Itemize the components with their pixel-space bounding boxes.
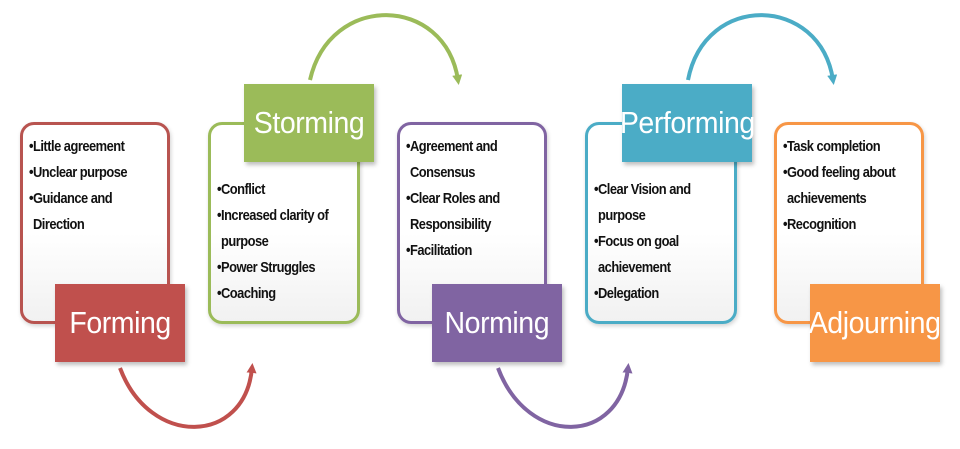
list-item: Guidance and Direction: [29, 186, 153, 238]
list-item: Task completion: [783, 134, 916, 160]
performing-title: Performing: [620, 84, 755, 162]
list-item: Conflict: [217, 177, 350, 203]
list-item: Clear Vision and purpose: [594, 177, 718, 229]
list-item: Unclear purpose: [29, 160, 153, 186]
list-item: Increased clarity of purpose: [217, 203, 350, 255]
arrow-forming-to-storming: [118, 363, 257, 429]
storming-title: Storming: [244, 84, 374, 162]
list-item: Clear Roles and Responsibility: [406, 186, 530, 238]
performing-list: Clear Vision and purpose Focus on goal a…: [594, 177, 739, 307]
list-item: Delegation: [594, 281, 718, 307]
norming-list: Agreement and Consensus Clear Roles and …: [406, 134, 551, 264]
list-item: Little agreement: [29, 134, 153, 160]
list-item: Facilitation: [406, 238, 530, 264]
arrow-performing-to-adjourning: [686, 13, 838, 85]
list-item: Coaching: [217, 281, 350, 307]
list-item: Good feeling about achievements: [783, 160, 916, 212]
performing-card: Clear Vision and purpose Focus on goal a…: [585, 122, 737, 324]
storming-list: Conflict Increased clarity of purpose Po…: [217, 177, 372, 307]
forming-list: Little agreement Unclear purpose Guidanc…: [29, 134, 174, 238]
list-item: Agreement and Consensus: [406, 134, 530, 186]
list-item: Power Struggles: [217, 255, 350, 281]
forming-title: Forming: [55, 284, 185, 362]
arrow-norming-to-performing: [496, 363, 633, 429]
arrow-storming-to-norming: [308, 13, 463, 85]
forming-card: Little agreement Unclear purpose Guidanc…: [20, 122, 170, 324]
adjourning-list: Task completion Good feeling about achie…: [783, 134, 938, 238]
adjourning-title: Adjourning: [809, 284, 941, 362]
list-item: Recognition: [783, 212, 916, 238]
norming-title: Norming: [432, 284, 562, 362]
list-item: Focus on goal achievement: [594, 229, 718, 281]
